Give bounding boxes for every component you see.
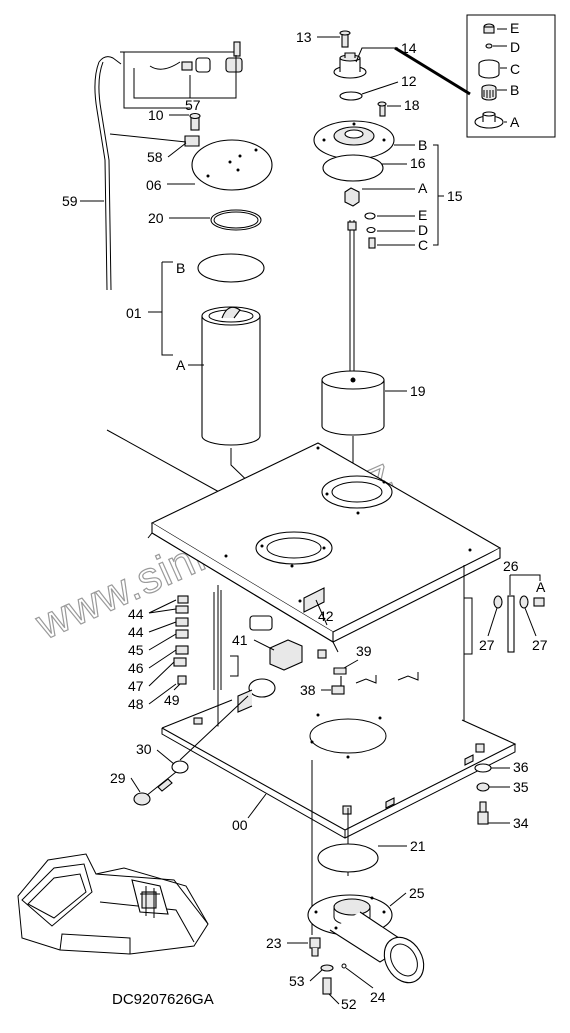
- label-42: 42: [318, 608, 334, 624]
- inset-label-c: C: [510, 61, 520, 77]
- part-52-bolt: [322, 977, 332, 995]
- label-01-b: B: [176, 260, 185, 276]
- label-19: 19: [410, 383, 426, 399]
- label-15: 15: [447, 188, 463, 204]
- part-39-elbow: [333, 667, 347, 686]
- part-13-bolt: [339, 30, 351, 48]
- label-26-a: A: [536, 579, 546, 595]
- inset-label-d: D: [510, 39, 520, 55]
- part-19-float: [321, 370, 385, 436]
- part-15-bolt-c: [368, 237, 376, 249]
- label-23: 23: [266, 935, 282, 951]
- label-41: 41: [232, 632, 248, 648]
- part-58-clip: [184, 135, 200, 147]
- part-23-bolt: [309, 937, 321, 957]
- inset-part-e-icon: [483, 23, 495, 34]
- label-14: 14: [401, 40, 417, 56]
- inset-label-a: A: [510, 114, 520, 130]
- label-47: 47: [128, 678, 144, 694]
- label-00: 00: [232, 817, 248, 833]
- part-12-gasket: [339, 91, 363, 101]
- label-36: 36: [513, 759, 529, 775]
- inset-label-b: B: [510, 82, 519, 98]
- part-21-gasket: [317, 843, 379, 873]
- float-rod: [349, 220, 355, 378]
- part-34-bolt: [477, 801, 489, 825]
- label-57: 57: [185, 97, 201, 113]
- label-38: 38: [300, 682, 316, 698]
- label-46: 46: [128, 660, 144, 676]
- label-26: 26: [503, 558, 519, 574]
- part-15-washer-d: [366, 226, 376, 234]
- part-41-sender: [269, 639, 327, 671]
- label-53: 53: [289, 973, 305, 989]
- part-10-bolt: [189, 112, 201, 131]
- label-58: 58: [147, 149, 163, 165]
- label-16: 16: [410, 155, 426, 171]
- label-06: 06: [146, 177, 162, 193]
- label-12: 12: [401, 73, 417, 89]
- inset-pointer: [394, 46, 471, 96]
- label-18: 18: [404, 97, 420, 113]
- part-57-connector: [149, 41, 243, 73]
- inset-part-d-icon: [485, 43, 493, 49]
- label-30: 30: [136, 741, 152, 757]
- label-01-a: A: [176, 357, 186, 373]
- label-27-a: 27: [479, 637, 495, 653]
- label-15-c: C: [418, 237, 428, 253]
- inset-part-b-icon: [481, 84, 497, 101]
- label-13: 13: [296, 29, 312, 45]
- part-18-bolt: [377, 101, 387, 117]
- excavator-location-icon: [17, 853, 209, 955]
- part-15-cover: [313, 120, 395, 160]
- label-44-a: 44: [128, 606, 144, 622]
- label-29: 29: [110, 770, 126, 786]
- part-15-washer-e: [364, 212, 376, 220]
- label-21: 21: [410, 838, 426, 854]
- label-15-a: A: [418, 180, 428, 196]
- part-59-sensor-rod: [94, 61, 112, 291]
- label-52: 52: [341, 996, 357, 1012]
- label-34: 34: [513, 815, 529, 831]
- part-20-snap-ring: [210, 209, 262, 231]
- part-14-breather: [333, 52, 367, 79]
- label-15-b: B: [418, 137, 427, 153]
- part-06-cover: [191, 139, 273, 191]
- label-10: 10: [148, 107, 164, 123]
- left-fittings: [173, 595, 189, 685]
- label-15-e: E: [418, 207, 427, 223]
- drawing-code: DC9207626GA: [112, 991, 214, 1008]
- inset-box: E D C B A: [466, 14, 556, 138]
- label-44-b: 44: [128, 624, 144, 640]
- label-45: 45: [128, 642, 144, 658]
- label-59: 59: [62, 193, 78, 209]
- label-49: 49: [164, 692, 180, 708]
- label-25: 25: [409, 885, 425, 901]
- part-38-fitting: [331, 685, 345, 695]
- part-15-bracket: [344, 187, 360, 207]
- label-27-b: 27: [532, 637, 548, 653]
- part-00-tank: [147, 442, 517, 839]
- part-35-washer: [476, 782, 490, 792]
- inset-label-e: E: [510, 20, 519, 36]
- inset-part-a-icon: [474, 111, 504, 129]
- label-48: 48: [128, 696, 144, 712]
- part-36-washer: [474, 763, 492, 773]
- part-01-b-seal: [197, 253, 265, 283]
- label-39: 39: [356, 643, 372, 659]
- part-57-leads: [123, 52, 190, 109]
- part-25-suction-flange: [307, 894, 425, 984]
- inset-part-c-icon: [478, 59, 500, 79]
- label-20: 20: [148, 210, 164, 226]
- part-16-gasket: [322, 154, 384, 182]
- label-15-d: D: [418, 222, 428, 238]
- part-29-30-fitting: [133, 678, 276, 806]
- label-01: 01: [126, 305, 142, 321]
- part-53-washer: [320, 964, 334, 972]
- part-01-a-filter: [201, 306, 261, 446]
- label-24: 24: [370, 989, 386, 1005]
- label-35: 35: [513, 779, 529, 795]
- part-26-gauge: [493, 595, 545, 653]
